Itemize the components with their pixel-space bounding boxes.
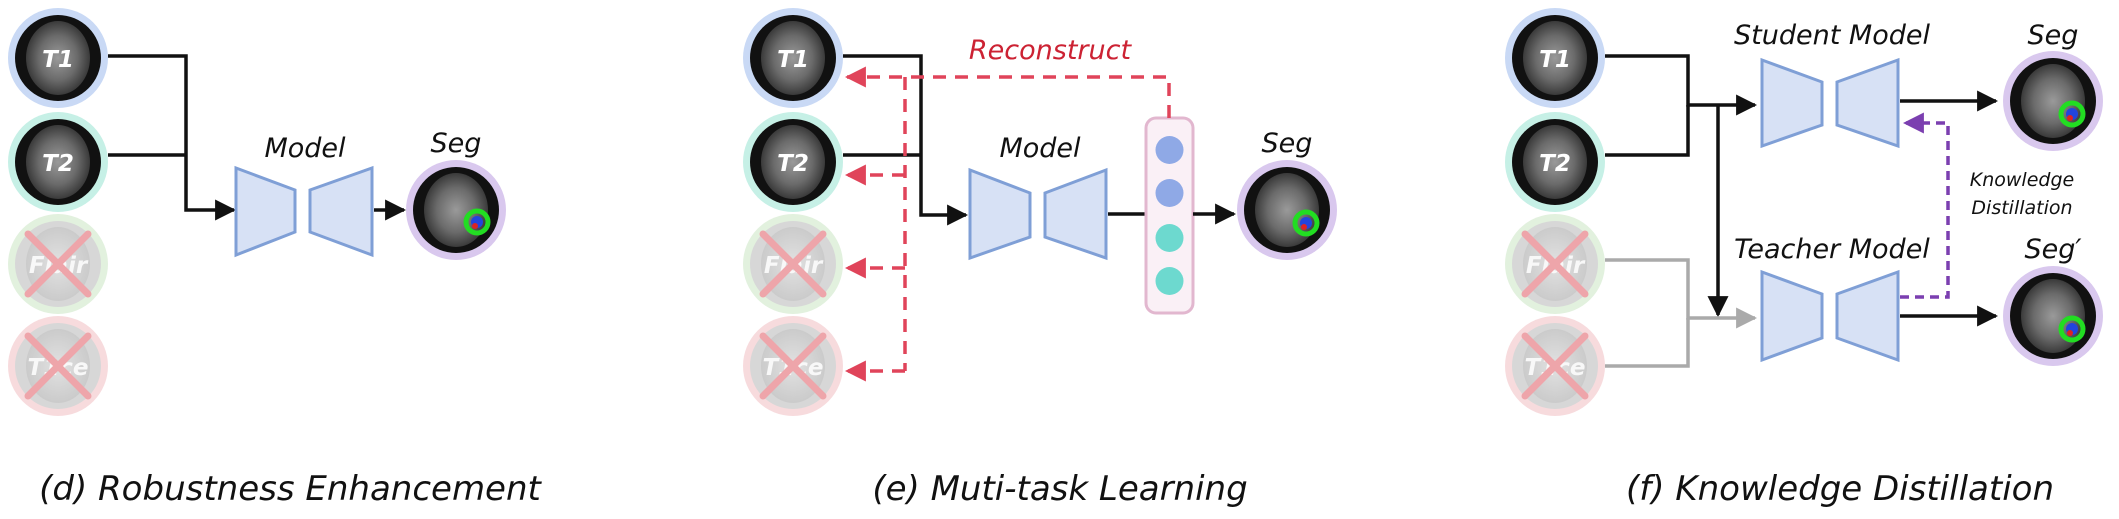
missing-cross-icon (1521, 332, 1589, 400)
panel-f: T1 T2 Flair T1ce (1505, 8, 2103, 509)
panel-d-t1-input: T1 (8, 8, 108, 108)
feature-node (1155, 267, 1184, 295)
distillation-label-line2: Distillation (1971, 197, 2072, 219)
missing-cross-icon (759, 332, 827, 400)
panel-d: T1 T2 Flair T1ce (8, 8, 543, 509)
decoder-shape (308, 165, 374, 258)
panel-d-t2-input: T2 (8, 112, 108, 212)
panel-e-t1-input: T1 (743, 8, 843, 108)
student-model: Student Model (1734, 20, 1930, 149)
teacher-seg-output: Seg′ (2003, 234, 2103, 366)
brain-scan-image (1523, 21, 1587, 95)
brain-scan-image (761, 125, 825, 199)
segmentation-mask (1292, 209, 1320, 237)
reconstruct-paths (844, 66, 1171, 382)
panel-d-t1ce-missing: T1ce (8, 316, 108, 416)
segmentation-mask (2058, 100, 2086, 128)
decoder-shape (1043, 167, 1108, 261)
student-model-label: Student Model (1734, 20, 1930, 51)
teacher-model-label: Teacher Model (1734, 234, 1930, 265)
seg-label: Seg (431, 128, 482, 159)
panel-e-flair-missing: Flair (743, 214, 843, 314)
teacher-model: Teacher Model (1734, 234, 1930, 363)
student-seg-output: Seg (2003, 20, 2103, 151)
encoder-shape (968, 167, 1032, 261)
missing-cross-icon (759, 230, 827, 298)
distillation-label-line1: Knowledge (1970, 169, 2074, 191)
panel-d-seg-output: Seg (406, 128, 506, 260)
distillation-arrow (1900, 112, 1950, 299)
panel-d-caption: (d) Robustness Enhancement (39, 469, 542, 509)
reconstruct-label: Reconstruct (969, 35, 1133, 66)
modality-label-t2: T2 (1539, 151, 1571, 177)
brain-scan-image (761, 21, 825, 95)
panel-e-t2-input: T2 (743, 112, 843, 212)
encoder-shape (1760, 269, 1824, 363)
panel-e-t1ce-missing: T1ce (743, 316, 843, 416)
flair-to-teacher-arrow (1605, 258, 1758, 329)
segmentation-mask (2058, 315, 2086, 343)
modality-label-t2: T2 (42, 151, 74, 177)
missing-cross-icon (24, 230, 92, 298)
panel-e-caption: (e) Muti-task Learning (872, 469, 1247, 509)
decoder-shape (1835, 57, 1900, 149)
feature-node (1155, 224, 1184, 252)
modality-label-t1: T1 (777, 47, 809, 73)
brain-scan-image (26, 125, 90, 199)
encoder-shape (1760, 57, 1824, 149)
panel-f-t1ce-missing: T1ce (1505, 316, 1605, 416)
panel-d-model: Model (234, 133, 374, 258)
modality-label-t1: T1 (42, 47, 74, 73)
seg-label: Seg (2028, 20, 2079, 51)
panel-f-caption: (f) Knowledge Distillation (1626, 469, 2054, 509)
t1-to-student-arrow (1605, 54, 1758, 116)
panel-e: T1 T2 Flair T1ce Model (743, 8, 1337, 509)
feature-vector (1144, 116, 1195, 315)
modality-label-t2: T2 (777, 151, 809, 177)
missing-cross-icon (24, 332, 92, 400)
seg-label: Seg (1262, 128, 1313, 159)
modality-label-t1: T1 (1539, 47, 1571, 73)
t2-to-student-line (1605, 105, 1690, 157)
panel-d-flair-missing: Flair (8, 214, 108, 314)
brain-scan-image (424, 173, 488, 247)
panel-f-flair-missing: Flair (1505, 214, 1605, 314)
decoder-shape (1835, 269, 1900, 363)
encoder-shape (234, 165, 297, 258)
feature-node (1155, 179, 1184, 207)
model-label: Model (999, 133, 1081, 164)
feature-node (1155, 136, 1184, 164)
panel-f-t1-input: T1 (1505, 8, 1605, 108)
model-label: Model (264, 133, 346, 164)
missing-cross-icon (1521, 230, 1589, 298)
panel-e-seg-output: Seg (1237, 128, 1337, 260)
brain-scan-image (1523, 125, 1587, 199)
panel-f-t2-input: T2 (1505, 112, 1605, 212)
t1-to-model-arrow (108, 54, 237, 221)
t1-to-model-arrow (843, 54, 969, 226)
brain-scan-image (26, 21, 90, 95)
panel-e-model: Model (968, 133, 1108, 261)
t1ce-to-teacher-line (1605, 318, 1690, 368)
seg-prime-label: Seg′ (2024, 234, 2081, 265)
segmentation-mask (463, 208, 491, 236)
